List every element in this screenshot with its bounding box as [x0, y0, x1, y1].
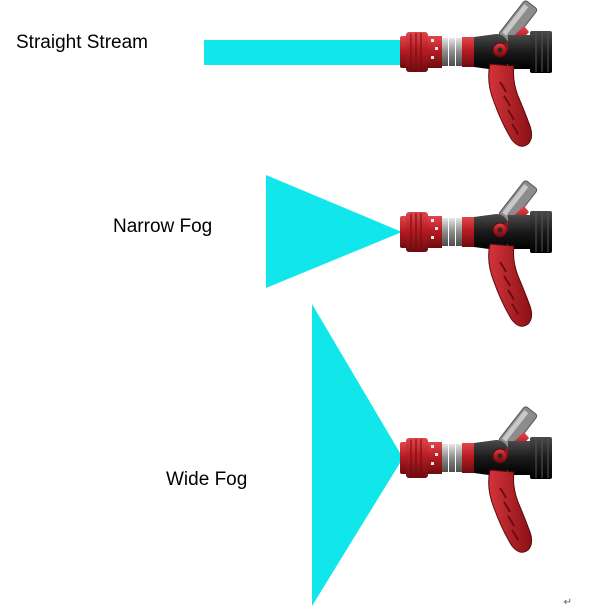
- nozzle-wide-fog: [399, 404, 553, 554]
- label-narrow-fog: Narrow Fog: [113, 216, 213, 237]
- nozzle-straight-stream: [399, 0, 553, 148]
- straight-stream-spray: [204, 40, 404, 65]
- wide-fog-spray: [312, 304, 403, 606]
- nozzle-narrow-fog: [399, 178, 553, 328]
- return-mark: ↵: [563, 597, 572, 608]
- label-wide-fog: Wide Fog: [166, 469, 248, 490]
- label-straight-stream: Straight Stream: [16, 32, 148, 53]
- narrow-fog-spray: [266, 175, 402, 288]
